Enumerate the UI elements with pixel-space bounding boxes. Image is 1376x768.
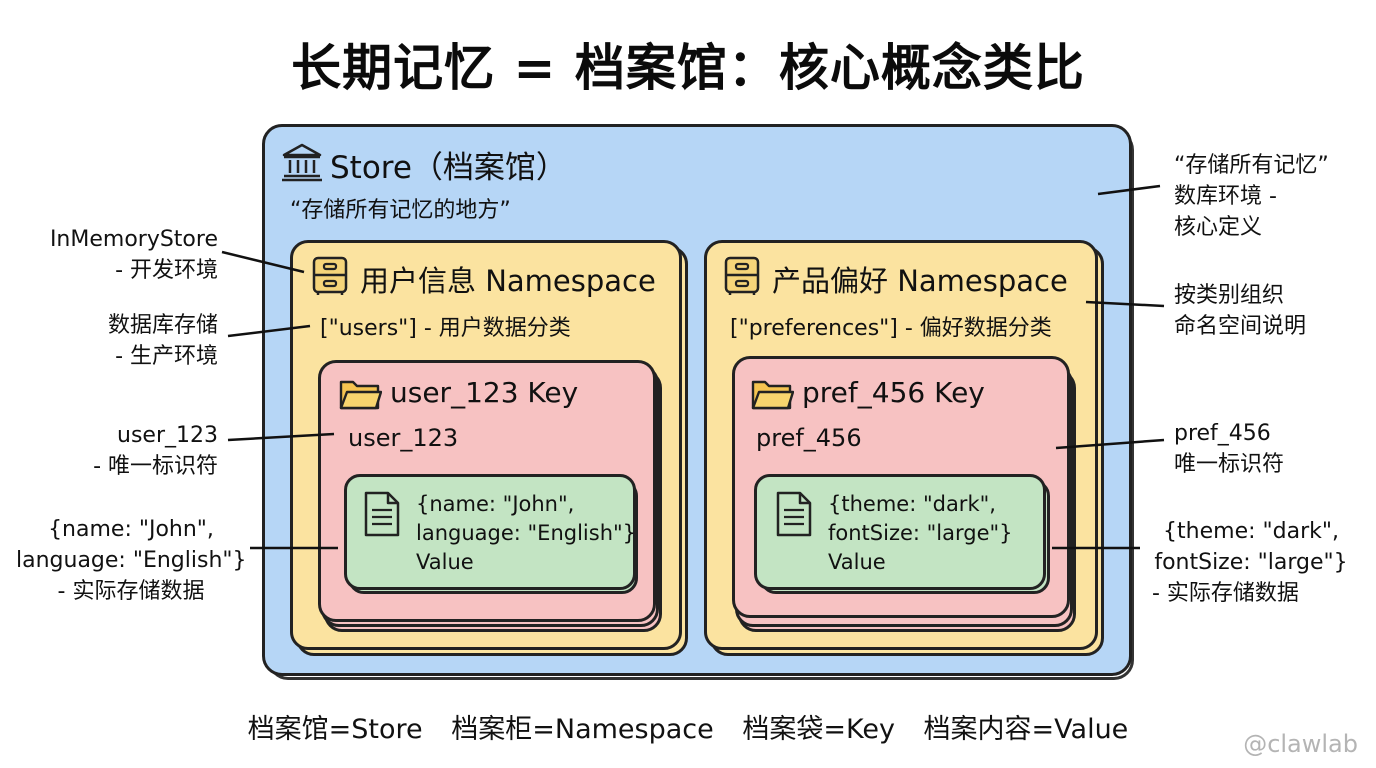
bank-building-icon [281,142,323,182]
annotation-line: 按类别组织 [1174,283,1285,308]
annotation-line: pref_456 [1174,421,1271,446]
annotation-line: {theme: "dark", [1163,519,1339,544]
annotation-line: 唯一标识符 [1174,452,1285,477]
watermark: @clawlab [1243,730,1358,758]
value-pref-line-1: {theme: "dark", [828,492,996,516]
annotation-right-namespace: 按类别组织 命名空间说明 [1174,280,1306,342]
filing-cabinet-icon [722,256,762,296]
annotation-line: 命名空间说明 [1174,314,1307,339]
key-pref-title: pref_456 Key [802,376,985,409]
annotation-left-user-value: {name: "John", language: "English"} - 实际… [16,514,247,607]
annotation-right-pref-value: {theme: "dark", fontSize: "large"} - 实际存… [1140,516,1362,609]
annotation-line: user_123 [117,423,218,448]
legend-item: 档案袋=Key [742,714,895,745]
value-pref-line-3: Value [828,550,886,574]
annotation-line: fontSize: "large"} [1154,550,1348,575]
annotation-line: - 唯一标识符 [93,454,218,479]
annotation-line: 数据库存储 [107,313,218,338]
annotation-line: 数库环境 - [1174,184,1277,209]
document-icon [774,490,814,538]
store-title: Store（档案馆） [330,150,567,186]
legend-item: 档案柜=Namespace [451,714,714,745]
annotation-right-store: “存储所有记忆” 数库环境 - 核心定义 [1174,150,1329,243]
annotation-left-user-id: user_123 - 唯一标识符 [93,420,218,482]
annotation-right-pref-id: pref_456 唯一标识符 [1174,418,1284,480]
value-user-line-1: {name: "John", [416,492,575,516]
legend-item: 档案馆=Store [247,714,423,745]
annotation-left-inmemory: InMemoryStore - 开发环境 [50,224,218,286]
namespace-prefs-title: 产品偏好 Namespace [772,264,1068,298]
store-subtitle: “存储所有记忆的地方” [290,198,511,223]
namespace-prefs-path: ["preferences"] - 偏好数据分类 [730,316,1052,341]
document-icon [362,490,402,538]
namespace-users-title: 用户信息 Namespace [360,264,656,298]
annotation-line: - 生产环境 [115,344,218,369]
value-user-line-3: Value [416,550,474,574]
value-user-line-2: language: "English"} [416,521,637,545]
annotation-left-database: 数据库存储 - 生产环境 [108,310,218,372]
annotation-line: - 实际存储数据 [1152,581,1299,606]
annotation-line: - 实际存储数据 [57,579,205,604]
value-pref-line-2: fontSize: "large"} [828,521,1013,545]
key-user-id: user_123 [348,424,459,452]
annotation-line: {name: "John", [48,517,214,542]
annotation-line: language: "English"} [16,548,247,573]
key-user-title: user_123 Key [390,376,579,409]
folder-icon [750,376,795,412]
annotation-line: - 开发环境 [115,258,218,283]
annotation-line: InMemoryStore [49,227,218,252]
namespace-users-path: ["users"] - 用户数据分类 [320,316,571,341]
key-pref-id: pref_456 [756,424,862,452]
annotation-line: 核心定义 [1174,215,1263,240]
legend-item: 档案内容=Value [923,714,1129,745]
page-title: 长期记忆 = 档案馆：核心概念类比 [291,39,1085,97]
folder-icon [338,376,383,412]
filing-cabinet-icon [310,256,350,296]
annotation-line: “存储所有记忆” [1174,153,1329,178]
legend: 档案馆=Store 档案柜=Namespace 档案袋=Key 档案内容=Val… [0,707,1376,746]
